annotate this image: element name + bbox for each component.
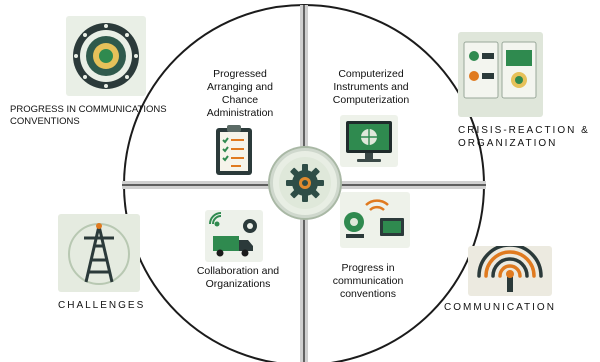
dashboard-icon: [463, 41, 537, 99]
side-label-top-left: PROGRESS IN COMMUNICATIONS CONVENTIONS: [10, 104, 167, 127]
signal-tile: [468, 246, 552, 296]
signal-waves-icon: [477, 246, 543, 292]
target-icon: [73, 23, 139, 89]
tower-tile: [58, 214, 140, 292]
quadrant-bottom-left-text: Collaboration and Organizations: [196, 265, 280, 290]
side-label-bottom-left: CHALLENGES: [58, 300, 146, 311]
gear-icon: [279, 157, 331, 209]
center-hub: [270, 148, 340, 218]
truck-tile: [205, 210, 263, 262]
device-tile: [340, 192, 410, 248]
quadrant-bottom-right-text: Progress in communication conventions: [332, 262, 404, 300]
tower-icon: [68, 223, 130, 285]
clipboard-checklist-icon: [216, 125, 252, 175]
quadrant-top-right-text: Computerized Instruments and Computeriza…: [332, 68, 410, 106]
target-tile: [66, 16, 146, 96]
side-label-top-right: CRISIS-REACTION & ORGANIZATION: [458, 125, 590, 149]
dashboard-tile: [458, 32, 543, 117]
side-label-bottom-right: COMMUNICATION: [444, 302, 556, 313]
truck-icon: [209, 212, 257, 257]
quadrant-top-left-text: Progressed Arranging and Chance Administ…: [206, 68, 274, 119]
wifi-device-icon: [344, 199, 404, 238]
monitor-icon: [346, 121, 392, 162]
monitor-tile: [340, 115, 398, 167]
clipboard-tile: [213, 123, 255, 177]
